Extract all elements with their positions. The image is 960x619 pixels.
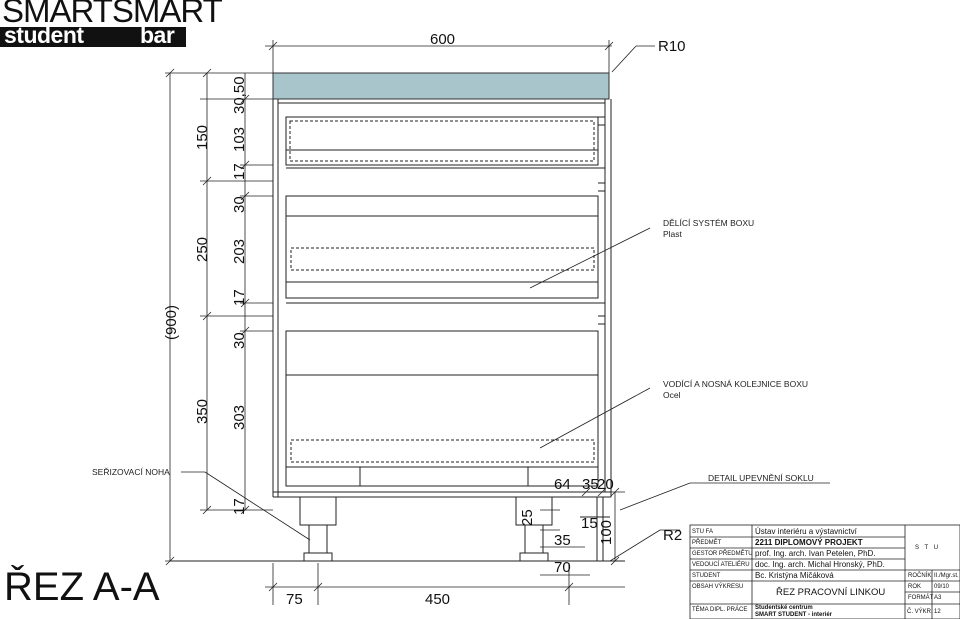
dim-inner-2: 17 [231,163,248,180]
tb-content-label: OBSAH VÝKRESU [692,584,744,590]
section-title: ŘEZ A-A [4,565,160,609]
drawer-3 [285,330,599,487]
tb-year-value: II./Mgr.st. [934,573,959,579]
detail-dimensions [540,487,680,576]
logo-bar [0,27,186,47]
top-dimension [265,40,655,73]
dim-radius-detail: R2 [663,527,682,544]
stu-logo: S T U [915,545,941,551]
drawer-2 [285,195,605,304]
dim-drawer2: 250 [194,237,211,262]
tb-theme-line2: SMART STUDENT - interiér [755,612,833,618]
dim-overall-height: (900) [163,305,180,340]
tick-marks [165,68,250,566]
vertical-dimensions [165,68,273,566]
tb-leader-label: VEDOUCÍ ATELIÉRU [692,562,750,568]
tb-theme-label: TÉMA DIPL. PRÁCE [692,607,748,613]
annotation-foot: SEŘIZOVACÍ NOHA [92,467,170,477]
annotation-rail-material: Ocel [663,390,681,400]
dim-bottom-width: 450 [425,591,450,608]
dim-detail-35b: 35 [554,532,571,549]
tb-subject-value: 2211 DIPLOMOVÝ PROJEKT [755,538,863,547]
tb-guarantor-value: prof. Ing. arch. Ivan Petelen, PhD. [755,549,876,558]
tb-rok-label: ROK [908,584,922,590]
tb-student-label: STUDENT [692,573,721,579]
tb-year-label: ROČNÍK [908,573,932,579]
annotation-divider-material: Plast [663,229,683,239]
annotation-divider-title: DĚLÍCÍ SYSTÉM BOXU [663,218,754,228]
bottom-dimension [265,563,625,605]
tb-sheet-label: Č. VÝKR. [907,609,933,615]
tb-leader-value: doc. Ing. arch. Michal Hronský, PhD. [755,560,885,569]
tb-content-value: ŘEZ PRACOVNÍ LINKOU [776,587,886,598]
dim-inner-0: 30,50 [231,76,248,114]
title-block-frame [689,524,960,619]
tb-theme-line1: Studentské centrum [755,605,813,611]
drawer-1 [285,116,605,169]
tb-format-value: A3 [934,595,942,601]
dim-inner-7: 303 [231,405,248,430]
tb-school-value: Ústav interiéru a výstavnictví [755,527,857,536]
dim-detail-15: 15 [581,515,598,532]
tb-sheet-value: 12 [934,609,941,615]
dim-detail-35: 35 [582,476,599,493]
annotation-rail-title: VODÍCÍ A NOSNÁ KOLEJNICE BOXU [663,379,808,389]
tb-student-value: Bc. Kristýna Mičáková [755,571,834,580]
logo-smartsmart: SMARTSMART [2,0,223,29]
annotation-detail: DETAIL UPEVNĚNÍ SOKLU [708,473,814,483]
dim-inner-8: 17 [231,498,248,515]
countertop [272,72,610,100]
tb-rok-value: 09/10 [934,584,950,590]
dim-detail-64: 64 [554,476,571,493]
dim-top-width: 600 [430,31,455,48]
dim-inner-1: 103 [231,127,248,152]
dim-inner-5: 17 [231,289,248,306]
tb-subject-label: PŘEDMĚT [692,540,722,546]
adjustable-foot-right [515,496,553,562]
rail-notches [598,116,606,325]
leader-lines [181,227,830,541]
dim-drawer3: 350 [194,399,211,424]
dim-bottom-left: 75 [286,591,303,608]
plinth-detail [580,497,610,561]
dim-detail-20: 20 [597,476,614,493]
dim-detail-100: 100 [598,520,615,545]
tb-format-label: FORMÁT [908,595,934,601]
tb-guarantor-label: GESTOR PŘEDMĚTU [692,551,753,557]
logo-student: student [4,22,84,48]
dim-inner-4: 203 [231,239,248,264]
dim-radius-top: R10 [658,38,686,55]
tb-school-label: STU FA [692,529,714,535]
dim-inner-6: 30 [231,332,248,349]
dim-detail-25: 25 [519,509,536,526]
dim-detail-70: 70 [554,559,571,576]
dim-drawer1: 150 [194,125,211,150]
dim-inner-3: 30 [231,196,248,213]
adjustable-foot-left [299,496,337,562]
logo-bar-word: bar [140,22,175,48]
